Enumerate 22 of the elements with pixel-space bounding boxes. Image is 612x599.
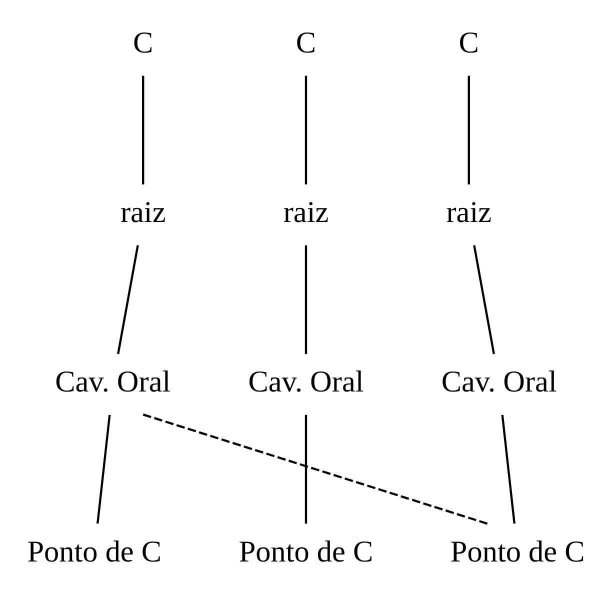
node-text: Ponto de C bbox=[27, 534, 162, 568]
connector bbox=[96, 414, 111, 524]
connector bbox=[304, 245, 308, 354]
node-text: Cav. Oral bbox=[441, 364, 557, 399]
connector bbox=[501, 414, 516, 524]
node-text: C bbox=[458, 25, 479, 60]
node-text: raiz bbox=[446, 195, 492, 230]
connector bbox=[304, 414, 308, 524]
connector bbox=[142, 413, 488, 525]
node-text: Cav. Oral bbox=[55, 364, 171, 399]
node-text: Ponto de C bbox=[238, 534, 374, 568]
connector bbox=[142, 76, 144, 184]
node-text: raiz bbox=[283, 195, 329, 230]
node-text: Ponto de C bbox=[450, 534, 585, 568]
node-text: Cav. Oral bbox=[248, 364, 364, 399]
connector bbox=[473, 245, 495, 354]
connector bbox=[304, 76, 308, 184]
connector bbox=[468, 76, 470, 184]
node-text: C bbox=[296, 25, 316, 60]
node-text: raiz bbox=[120, 195, 166, 230]
connector bbox=[117, 245, 139, 354]
node-text: C bbox=[133, 25, 154, 60]
